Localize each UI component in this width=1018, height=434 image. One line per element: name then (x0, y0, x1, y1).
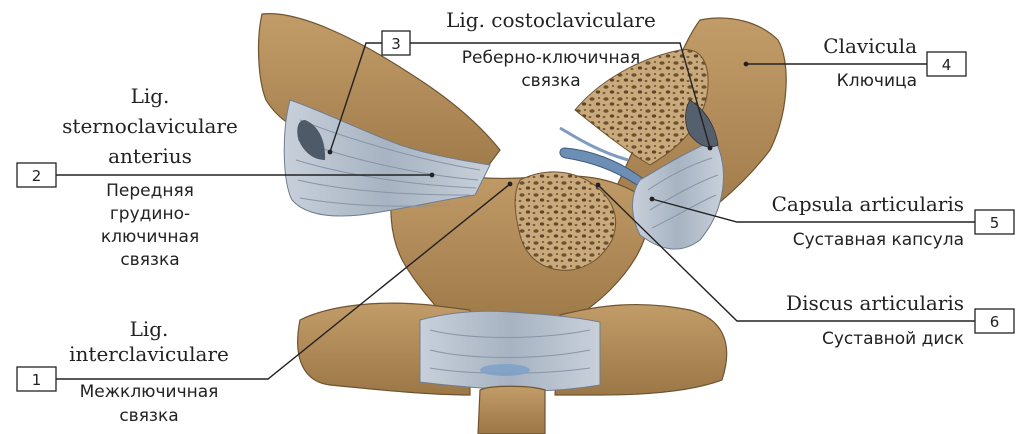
label-3-latin-line-1: Lig. costoclaviculare (446, 8, 656, 32)
label-2: 2 Lig. sternoclaviculare anterius Передн… (17, 84, 238, 270)
label-5-latin-line-1: Capsula articularis (772, 192, 964, 216)
label-2-latin-line-1: Lig. (131, 84, 170, 108)
label-6-number: 6 (990, 313, 1000, 331)
label-2-russian-line-4: связка (120, 250, 179, 270)
label-6-latin-line-1: Discus articularis (786, 291, 964, 315)
label-1: 1 Lig. interclaviculare Межключичная свя… (17, 317, 229, 426)
label-2-russian-line-1: Передняя (106, 181, 194, 201)
label-4-number: 4 (942, 56, 952, 74)
label-1-latin-line-2: interclaviculare (69, 342, 229, 366)
label-6-russian-line-1: Суставной диск (822, 329, 964, 349)
label-2-russian-line-3: ключичная (101, 227, 199, 247)
label-2-number: 2 (32, 167, 42, 185)
interclavicular-ligament (420, 311, 600, 390)
label-6: 6 Discus articularis Суставной диск (786, 291, 1014, 349)
label-3-russian-line-2: связка (521, 71, 580, 91)
label-2-russian-line-2: грудино- (110, 204, 190, 224)
label-1-number: 1 (32, 371, 42, 389)
label-4: 4 Clavicula Ключица (823, 34, 966, 91)
label-1-russian-line-2: связка (119, 406, 178, 426)
label-4-russian-line-1: Ключица (837, 71, 917, 91)
label-5-number: 5 (990, 214, 1000, 232)
label-3-russian-line-1: Реберно-ключичная (462, 48, 640, 68)
label-2-latin-line-3: anterius (108, 144, 192, 168)
label-3-number: 3 (391, 35, 401, 53)
label-5-russian-line-1: Суставная капсула (793, 230, 964, 250)
label-4-latin-line-1: Clavicula (823, 34, 917, 58)
label-1-russian-line-1: Межключичная (80, 382, 219, 402)
label-5: 5 Capsula articularis Суставная капсула (772, 192, 1014, 250)
label-1-latin-line-1: Lig. (130, 317, 169, 341)
label-2-latin-line-2: sternoclaviculare (62, 114, 238, 138)
sternum-body (478, 386, 545, 434)
